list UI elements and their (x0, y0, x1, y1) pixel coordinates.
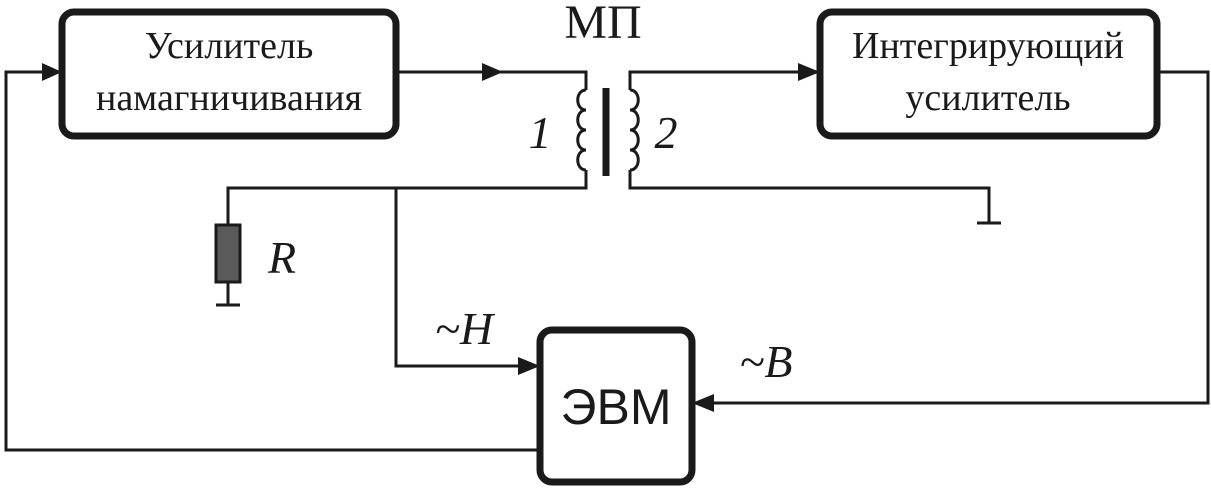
h-signal-wire (394, 188, 528, 368)
integrating-amplifier-line2: усилитель (905, 77, 1070, 119)
primary-coil (576, 88, 587, 172)
integrating-amplifier-block: Интегрирующий усилитель (816, 8, 1161, 140)
computer-block: ЭВМ (536, 326, 696, 486)
integrating-amplifier-line1: Интегрирующий (852, 25, 1124, 67)
transformer (576, 88, 640, 176)
secondary-coil (629, 88, 640, 172)
primary-input-arrow (482, 63, 503, 81)
h-signal-label: ~H (435, 303, 496, 354)
b-signal-wire (704, 70, 1210, 405)
magnetizing-amplifier-line1: Усилитель (145, 25, 314, 67)
feedback-arrow (42, 63, 62, 81)
b-signal-arrow (692, 394, 714, 412)
secondary-output-wire (628, 70, 808, 90)
computer-label: ЭВМ (561, 379, 672, 435)
secondary-output-arrow (798, 63, 820, 81)
primary-return-wire (226, 170, 588, 225)
resistor-body (214, 223, 242, 284)
secondary-ground-wire (628, 170, 991, 222)
magnetizing-amplifier-line2: намагничивания (96, 77, 362, 119)
primary-winding-label: 1 (529, 107, 552, 158)
b-signal-label: ~B (740, 336, 793, 387)
h-signal-arrow (518, 357, 540, 375)
transformer-label: МП (564, 0, 641, 49)
magnetizing-amplifier-block: Усилитель намагничивания (58, 8, 400, 140)
secondary-winding-label: 2 (655, 107, 678, 158)
primary-input-wire (396, 70, 588, 90)
resistor-label: R (267, 232, 296, 283)
feedback-wire (4, 70, 540, 452)
